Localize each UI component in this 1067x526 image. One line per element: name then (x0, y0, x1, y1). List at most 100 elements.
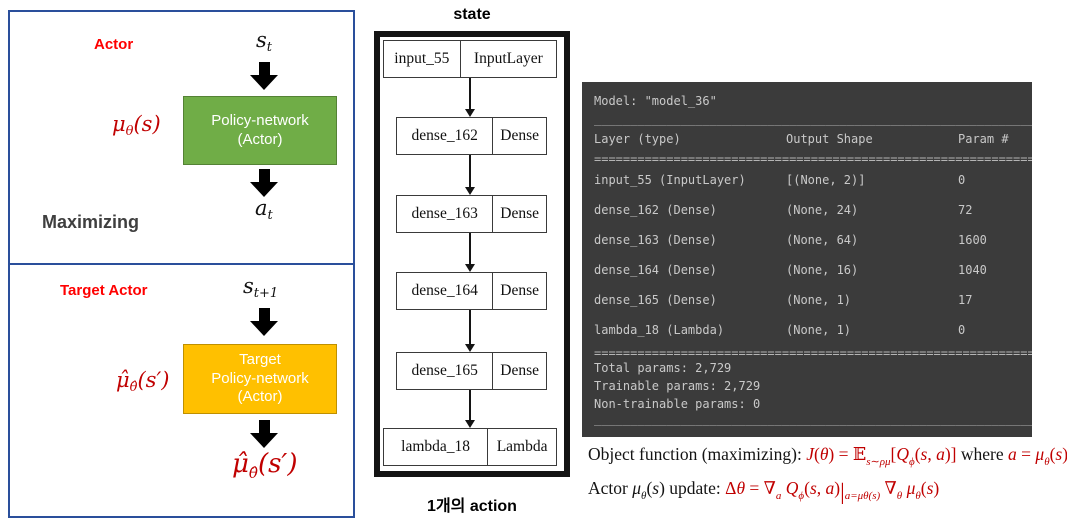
next-state-symbol: s (243, 274, 254, 298)
col-layer: dense_164 (Dense) (594, 263, 717, 277)
actor-update-formula: Actor μθ(s) update: Δθ = ∇a Qϕ(s, a)|a=μ… (588, 478, 939, 505)
target-mu-args: (s′) (137, 368, 170, 392)
col-param: Param # (958, 132, 1009, 146)
connector-arrow-head (465, 344, 475, 352)
connector-arrow-line (469, 233, 471, 265)
target-out-mu-args: (s′) (257, 449, 298, 479)
target-mu-symbol: μ̂ (116, 368, 130, 392)
formula-segment: ∇ (763, 478, 776, 498)
target-mu-output-label: μ̂θ̂(s′) (232, 449, 297, 482)
formula-segment: θ (641, 490, 647, 502)
model-summary-terminal: Model: "model_36"_______________________… (582, 82, 1032, 437)
arrow-head (250, 75, 278, 90)
connector-arrow-head (465, 264, 475, 272)
col-output-shape: Output Shape (786, 132, 873, 146)
layer-name: dense_164 (397, 273, 494, 309)
mu-args: (s) (133, 112, 161, 136)
formula-segment: ) (1062, 444, 1067, 464)
formula-segment: ) (933, 478, 940, 498)
formula-segment: Actor (588, 478, 633, 498)
formula-segment: Q (781, 478, 799, 498)
formula-segment: θ (1044, 456, 1050, 468)
formula-segment: a (936, 444, 945, 464)
col-output-shape: (None, 1) (786, 323, 852, 337)
next-state-input-label: st+1 (243, 274, 278, 301)
formula-segment: [ (890, 444, 897, 464)
layer-name: dense_163 (397, 196, 494, 232)
col-output-shape: (None, 16) (786, 263, 859, 277)
formula-segment: μ (902, 478, 916, 498)
formula-segment: s∼ρμ (866, 456, 891, 468)
formula-segment: | (840, 479, 845, 504)
maximizing-label: Maximizing (42, 212, 140, 232)
policy-network-box: Policy-network (Actor) (183, 96, 337, 165)
target-policy-network-box: Target Policy-network (Actor) (183, 344, 337, 414)
mu-symbol: μ (112, 112, 126, 136)
arrow-head (250, 321, 278, 336)
mu-subscript: θ (125, 124, 134, 139)
terminal-separator-double: ========================================… (594, 346, 1032, 360)
col-output-shape: (None, 1) (786, 293, 852, 307)
formula-segment: Δ (725, 478, 737, 498)
col-param: 17 (958, 293, 973, 307)
formula-segment: μ (1035, 444, 1045, 464)
formula-segment: J (806, 444, 814, 464)
connector-arrow-head (465, 187, 475, 195)
target-policy-line2: Policy-network (211, 369, 309, 387)
target-out-mu-symbol: μ̂ (232, 449, 249, 479)
actor-title: Actor (94, 36, 134, 53)
arrow-stem (258, 308, 270, 321)
formula-segment: a (825, 478, 835, 498)
formula-segment: a (1008, 444, 1017, 464)
layer-type: Lambda (496, 438, 548, 455)
state-input-label: st (256, 28, 272, 55)
down-arrow-icon (250, 62, 278, 90)
down-arrow-icon (250, 308, 278, 336)
connector-arrow-head (465, 109, 475, 117)
terminal-table-row: dense_165 (Dense)(None, 1)17 (594, 286, 1032, 316)
formula-segment: ( (914, 444, 921, 464)
formula-segment: s (1055, 444, 1063, 464)
formula-segment: s (920, 444, 928, 464)
formula-segment: ) (834, 478, 841, 498)
col-layer: Layer (type) (594, 132, 681, 146)
terminal-table-row: lambda_18 (Lambda)(None, 1)0 (594, 316, 1032, 346)
action-subscript: t (267, 208, 273, 223)
terminal-separator-double: ========================================… (594, 152, 1032, 166)
arrow-head (250, 182, 278, 197)
formula-segment: ( (646, 478, 653, 498)
formula-segment: )] (944, 444, 957, 464)
layer-node-dense_164: dense_164 Dense (396, 272, 547, 310)
formula-segment: ( (813, 444, 820, 464)
terminal-table-row: dense_164 (Dense)(None, 16)1040 (594, 256, 1032, 286)
col-output-shape: (None, 24) (786, 203, 859, 217)
policy-network-line1: Policy-network (211, 111, 309, 129)
layer-name: dense_165 (397, 353, 494, 389)
col-param: 72 (958, 203, 973, 217)
layer-type: Dense (500, 127, 540, 144)
policy-network-line2: (Actor) (237, 130, 283, 148)
layer-type: InputLayer (473, 50, 543, 67)
connector-arrow-line (469, 390, 471, 421)
terminal-params-total-1: Trainable params: 2,729 (594, 379, 761, 393)
layer-name: input_55 (384, 41, 461, 77)
terminal-separator: ________________________________________… (594, 114, 1032, 126)
formula-segment: 𝔼 (852, 444, 867, 464)
arrow-head (250, 433, 278, 448)
layer-name: lambda_18 (384, 429, 489, 465)
formula-segment: , (927, 444, 937, 464)
action-symbol: a (255, 196, 268, 220)
state-subscript: t (266, 40, 273, 55)
layer-type: Dense (500, 362, 540, 379)
target-mu-subscript: θ̂ (129, 380, 138, 395)
formula-segment: s (926, 478, 934, 498)
connector-arrow-head (465, 420, 475, 428)
layer-type: Dense (500, 282, 540, 299)
formula-segment: ∇ (880, 478, 897, 498)
formula-segment: ( (920, 478, 927, 498)
col-layer: input_55 (InputLayer) (594, 173, 746, 187)
